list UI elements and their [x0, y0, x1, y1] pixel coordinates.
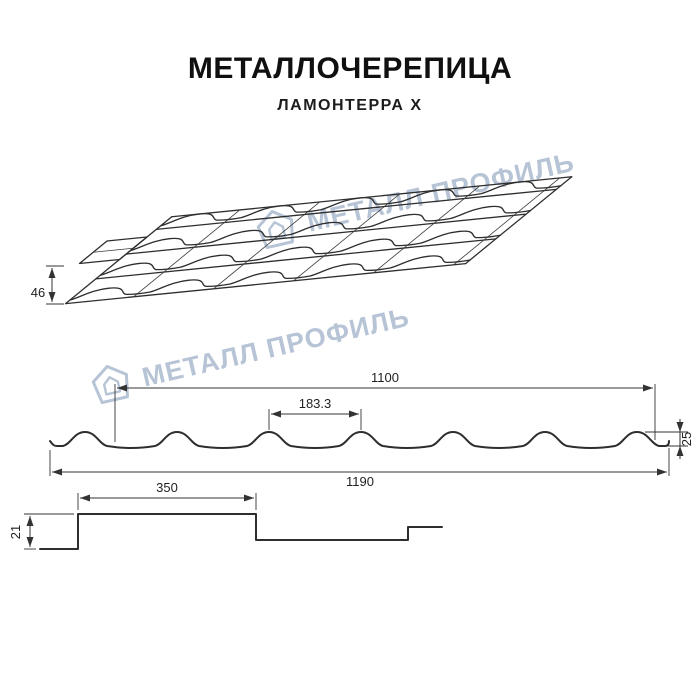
page-title: МЕТАЛЛОЧЕРЕПИЦА [187, 52, 513, 85]
dim-label-1100: 1100 [371, 370, 399, 385]
watermark-brand: МЕТАЛЛ ПРОФИЛЬ [250, 140, 579, 257]
dim-label-21: 21 [8, 525, 23, 539]
dim-label-46: 46 [31, 285, 45, 300]
dim-label-183-3: 183.3 [299, 396, 332, 411]
step-profile [39, 513, 443, 550]
dimension-350: 350 [77, 480, 257, 510]
dim-label-350: 350 [156, 480, 178, 495]
dimension-21: 21 [8, 513, 74, 550]
dim-label-1190: 1190 [346, 474, 374, 489]
dim-label-25: 25 [679, 432, 694, 446]
dimension-25: 25 [645, 419, 694, 459]
perspective-roof-view [26, 177, 572, 308]
dimension-183-3: 183.3 [268, 396, 362, 430]
cross-section-profile [49, 431, 670, 449]
dimension-46: 46 [31, 265, 64, 305]
brand-logo-icon [256, 210, 294, 250]
dimension-1100: 1100 [114, 370, 656, 442]
dimension-1190: 1190 [49, 448, 670, 489]
page-subtitle: ЛАМОНТЕРРА X [277, 97, 423, 114]
